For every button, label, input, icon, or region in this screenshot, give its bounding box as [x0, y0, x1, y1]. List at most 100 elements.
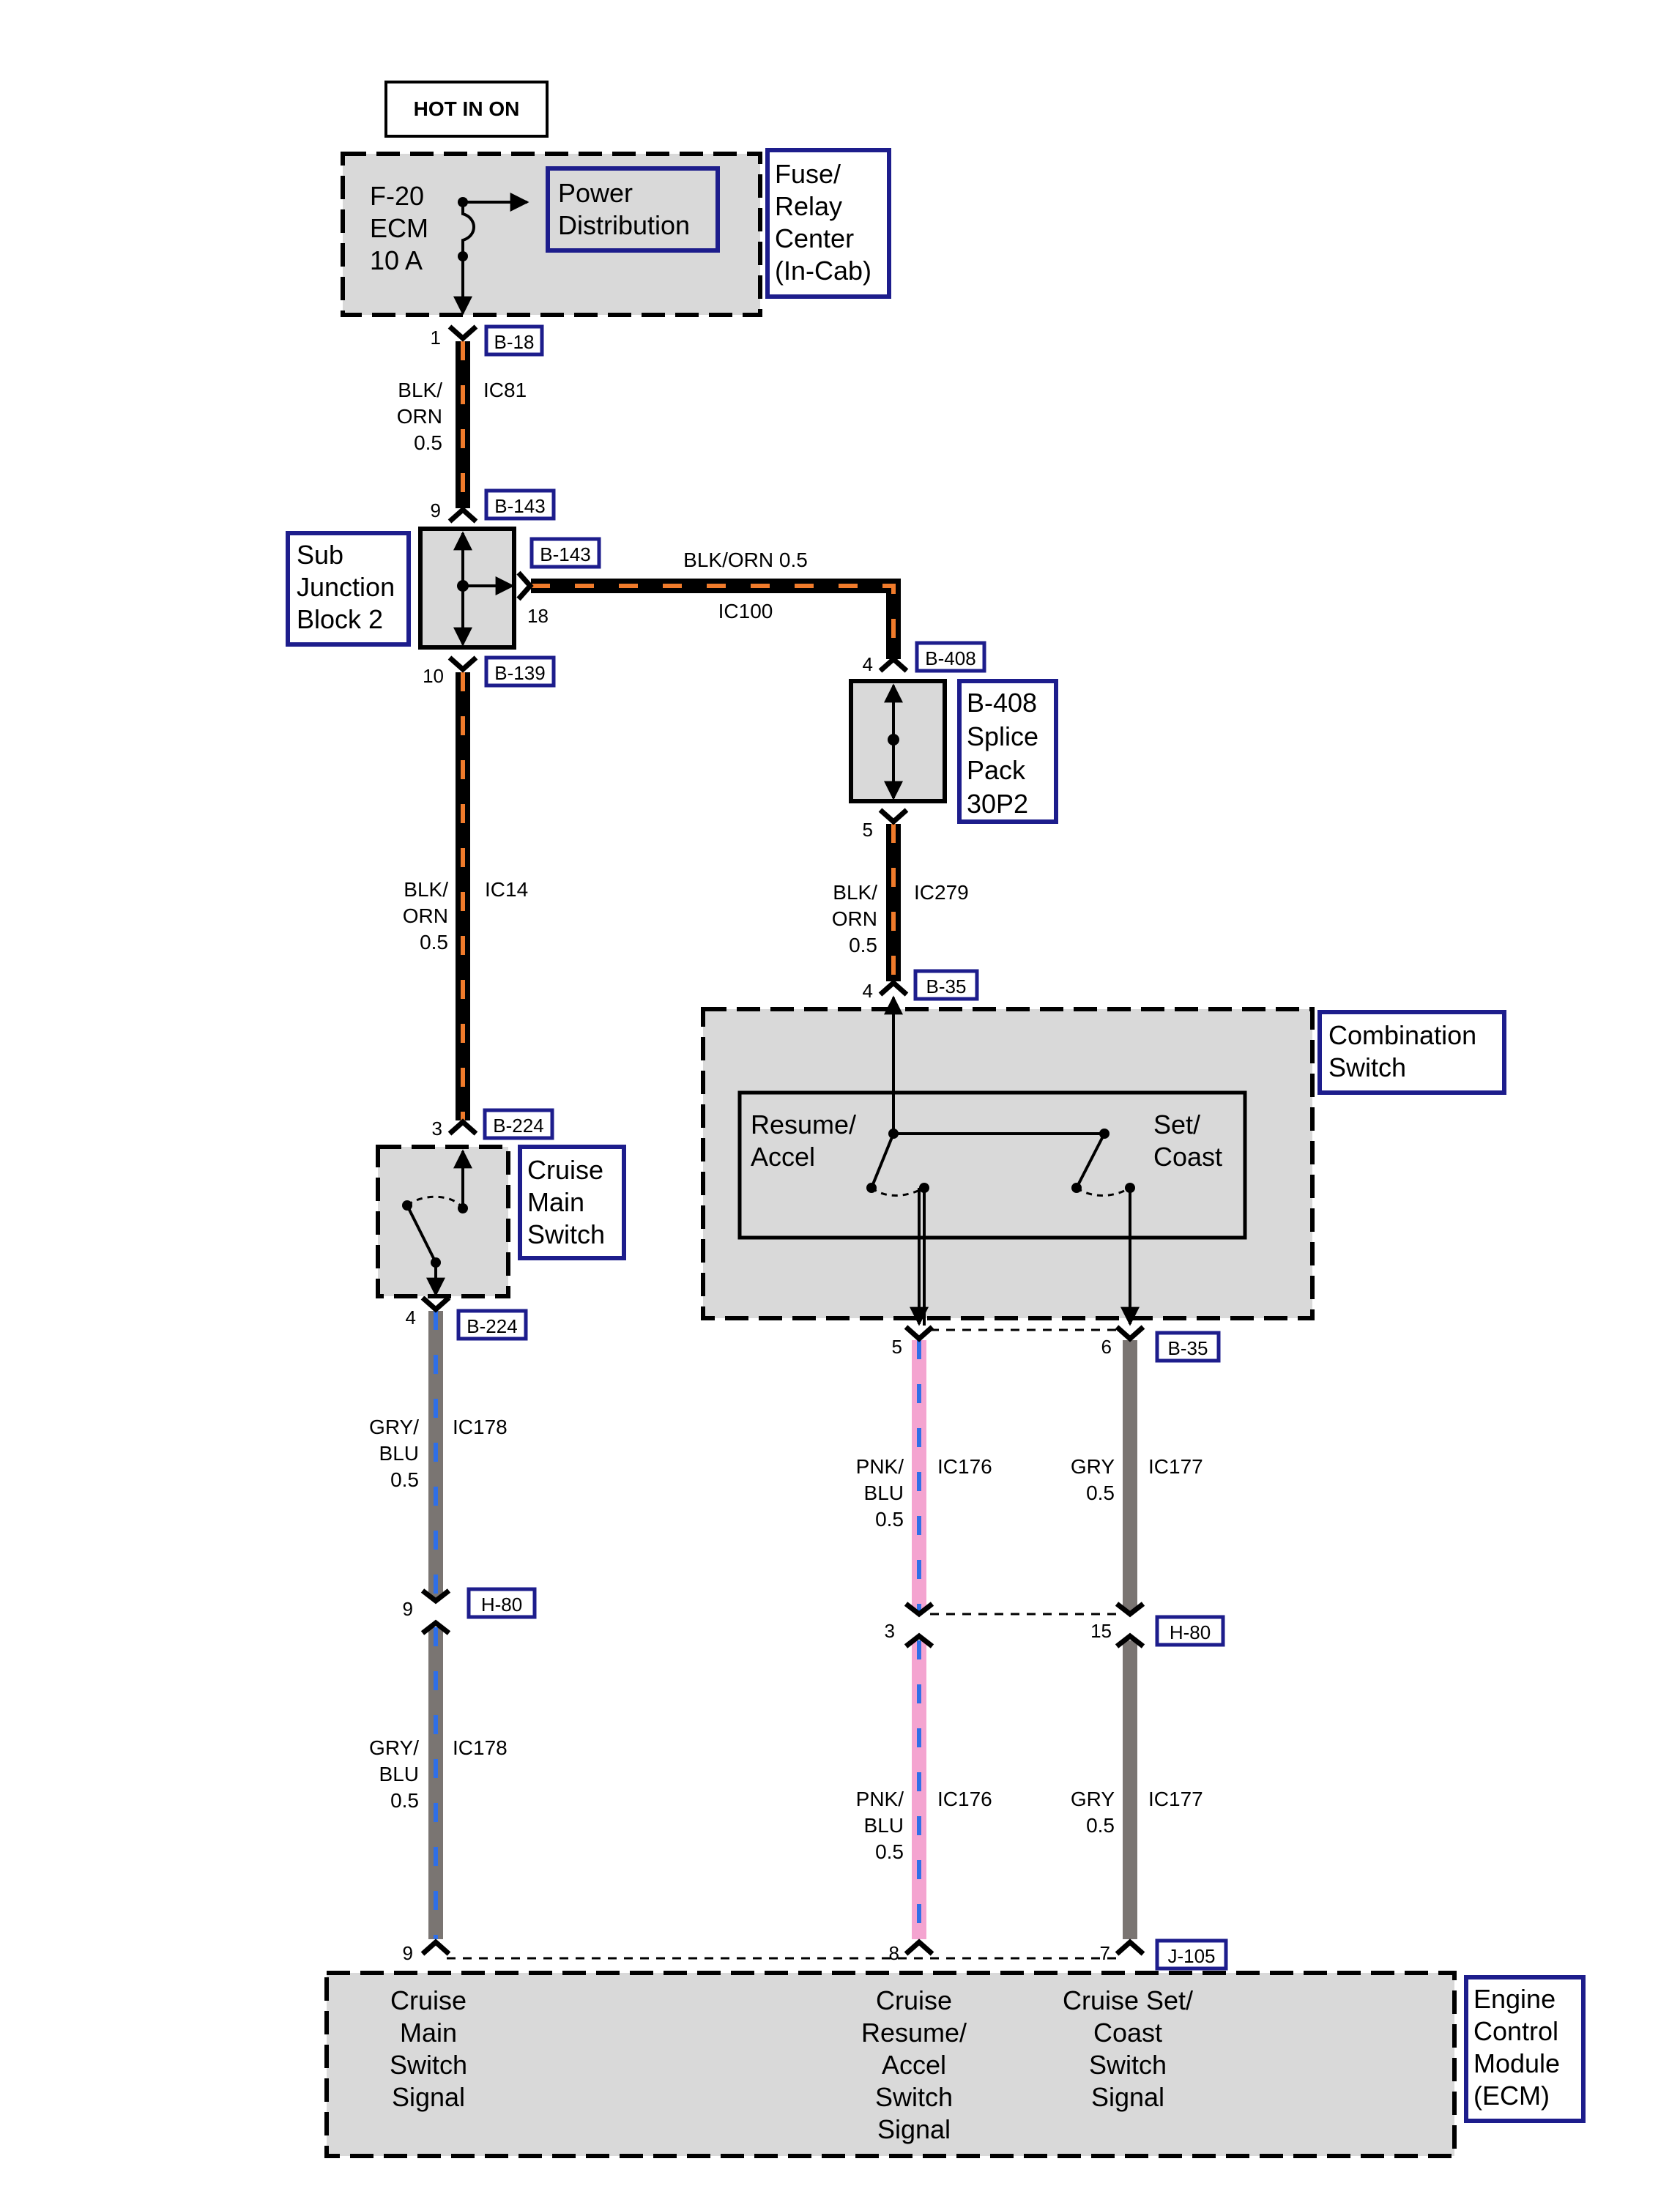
badge-b35a-box — [913, 969, 979, 1001]
ecm-sig2-line2: Resume/ — [861, 2018, 967, 2048]
ecm-line1: Engine — [1473, 1984, 1556, 2014]
wire-ic178b-color2: BLU — [379, 1763, 419, 1785]
wire-ic81-color2: ORN — [397, 405, 442, 428]
pin-b408-4: 4 — [863, 653, 873, 675]
badge-b35b: B-35 — [1168, 1337, 1208, 1359]
badge-h80b-box — [1155, 1615, 1225, 1647]
wire-ic178a-circuit: IC178 — [453, 1416, 508, 1438]
wire-ic279-color1: BLK/ — [833, 881, 877, 904]
set-line2: Coast — [1153, 1142, 1222, 1172]
badge-h80a: H-80 — [481, 1594, 522, 1616]
power-distribution-line1: Power — [558, 178, 633, 208]
splice-node — [888, 734, 899, 746]
badge-b224b-box — [456, 1309, 528, 1341]
ecm-sig2-line5: Signal — [877, 2114, 951, 2144]
badge-b143b-box — [529, 537, 601, 569]
wire-ic176a-color1: PNK/ — [856, 1455, 904, 1478]
wire-ic100 — [531, 579, 901, 659]
ecm-sig3-line4: Signal — [1091, 2082, 1164, 2112]
badge-b139: B-139 — [494, 662, 545, 684]
pin-h80-3: 3 — [885, 1620, 895, 1642]
wire-ic279-color2: ORN — [832, 907, 877, 930]
wire-ic176b-circuit: IC176 — [937, 1788, 992, 1810]
connector-h80-pin9-bottom — [420, 1619, 451, 1635]
connector-b408-top-chevron — [878, 655, 909, 673]
cms-line3: Switch — [527, 1219, 605, 1249]
connector-b35-pin6-chevron — [1115, 1325, 1145, 1342]
fuse-rating: 10 A — [370, 245, 423, 275]
wire-ic177b-size: 0.5 — [1086, 1814, 1115, 1837]
ecm-sig2-line3: Accel — [882, 2050, 946, 2080]
badge-b139-box — [484, 655, 556, 688]
combination-switch-box — [701, 1007, 1315, 1320]
badge-b143b: B-143 — [540, 543, 590, 565]
wire-ic14-circuit: IC14 — [485, 878, 528, 901]
splice-line3: Pack — [967, 755, 1026, 785]
ecm-line4: (ECM) — [1473, 2081, 1550, 2111]
resume-switch-blade — [870, 1133, 895, 1189]
cruise-main-switch-box — [376, 1145, 510, 1298]
wire-ic177a-circuit: IC177 — [1148, 1455, 1203, 1478]
sjb-line2: Junction — [297, 572, 395, 602]
set-line1: Set/ — [1153, 1109, 1200, 1140]
badge-b143a-box — [484, 488, 556, 521]
connector-b408-bottom-chevron — [878, 808, 909, 825]
pin-b18: 1 — [431, 327, 441, 349]
connector-b35-top-chevron — [878, 979, 909, 997]
splice-line4: 30P2 — [967, 789, 1028, 819]
connector-b224-top-chevron — [447, 1118, 478, 1136]
ecm-sig3-line1: Cruise Set/ — [1063, 1985, 1193, 2015]
connector-b18-chevron — [447, 324, 478, 342]
sjb-line1: Sub — [297, 540, 343, 570]
connector-j105-pin9-chevron — [420, 1938, 451, 1956]
wire-ic177a-color: GRY — [1071, 1455, 1115, 1478]
wire-ic100-color: BLK/ORN 0.5 — [683, 549, 808, 571]
badge-b35a: B-35 — [926, 975, 967, 997]
pin-b143-18: 18 — [527, 605, 549, 627]
pin-j105-7: 7 — [1100, 1942, 1110, 1964]
connector-h80-pin9-top — [420, 1588, 451, 1605]
cms-dashed-arc — [406, 1195, 463, 1208]
badge-b408-box — [915, 641, 986, 673]
fuse-center-line1: Fuse/ — [775, 159, 841, 189]
wire-ic177b-color: GRY — [1071, 1788, 1115, 1810]
badge-b224b: B-224 — [467, 1315, 517, 1337]
splice-line2: Splice — [967, 721, 1038, 751]
wire-ic178b-size: 0.5 — [390, 1789, 419, 1812]
combo-line1: Combination — [1328, 1020, 1476, 1050]
badge-b18-box — [484, 324, 544, 357]
cruise-main-switch-label-box — [518, 1145, 626, 1260]
wire-ic100-stripe — [531, 584, 896, 659]
power-distribution-box — [546, 166, 720, 253]
fuse-center-line2: Relay — [775, 191, 842, 221]
resume-line1: Resume/ — [751, 1109, 856, 1140]
fuse-circuit: ECM — [370, 213, 428, 243]
wire-ic14-size: 0.5 — [420, 931, 448, 953]
connector-b143-side-chevron — [516, 570, 534, 601]
cms-line2: Main — [527, 1187, 584, 1217]
ecm-box — [324, 1971, 1457, 2158]
wire-ic178a-size: 0.5 — [390, 1468, 419, 1491]
connector-j105-pin8-chevron — [904, 1938, 934, 1956]
connector-b35-pin5-chevron — [904, 1325, 934, 1342]
ecm-line2: Control — [1473, 2016, 1558, 2046]
set-dashed-arc — [1076, 1186, 1131, 1197]
wire-ic178a-color1: GRY/ — [369, 1416, 419, 1438]
pin-b35-5: 5 — [892, 1336, 902, 1358]
pin-j105-9: 9 — [403, 1942, 413, 1964]
combo-line2: Switch — [1328, 1052, 1406, 1082]
sjb-line3: Block 2 — [297, 604, 383, 634]
ecm-sig3-line3: Switch — [1089, 2050, 1167, 2080]
pin-h80-15: 15 — [1090, 1620, 1112, 1642]
badge-b224a-box — [483, 1108, 554, 1140]
connector-b143-top-chevron — [447, 506, 478, 524]
sjb-node — [457, 580, 469, 592]
wire-ic176a-size: 0.5 — [875, 1508, 904, 1531]
wire-ic81-color1: BLK/ — [398, 379, 442, 401]
badge-h80b: H-80 — [1170, 1621, 1211, 1643]
pin-b143: 9 — [431, 499, 441, 521]
fuse-center-line3: Center — [775, 223, 854, 253]
wire-ic178b-color1: GRY/ — [369, 1736, 419, 1759]
